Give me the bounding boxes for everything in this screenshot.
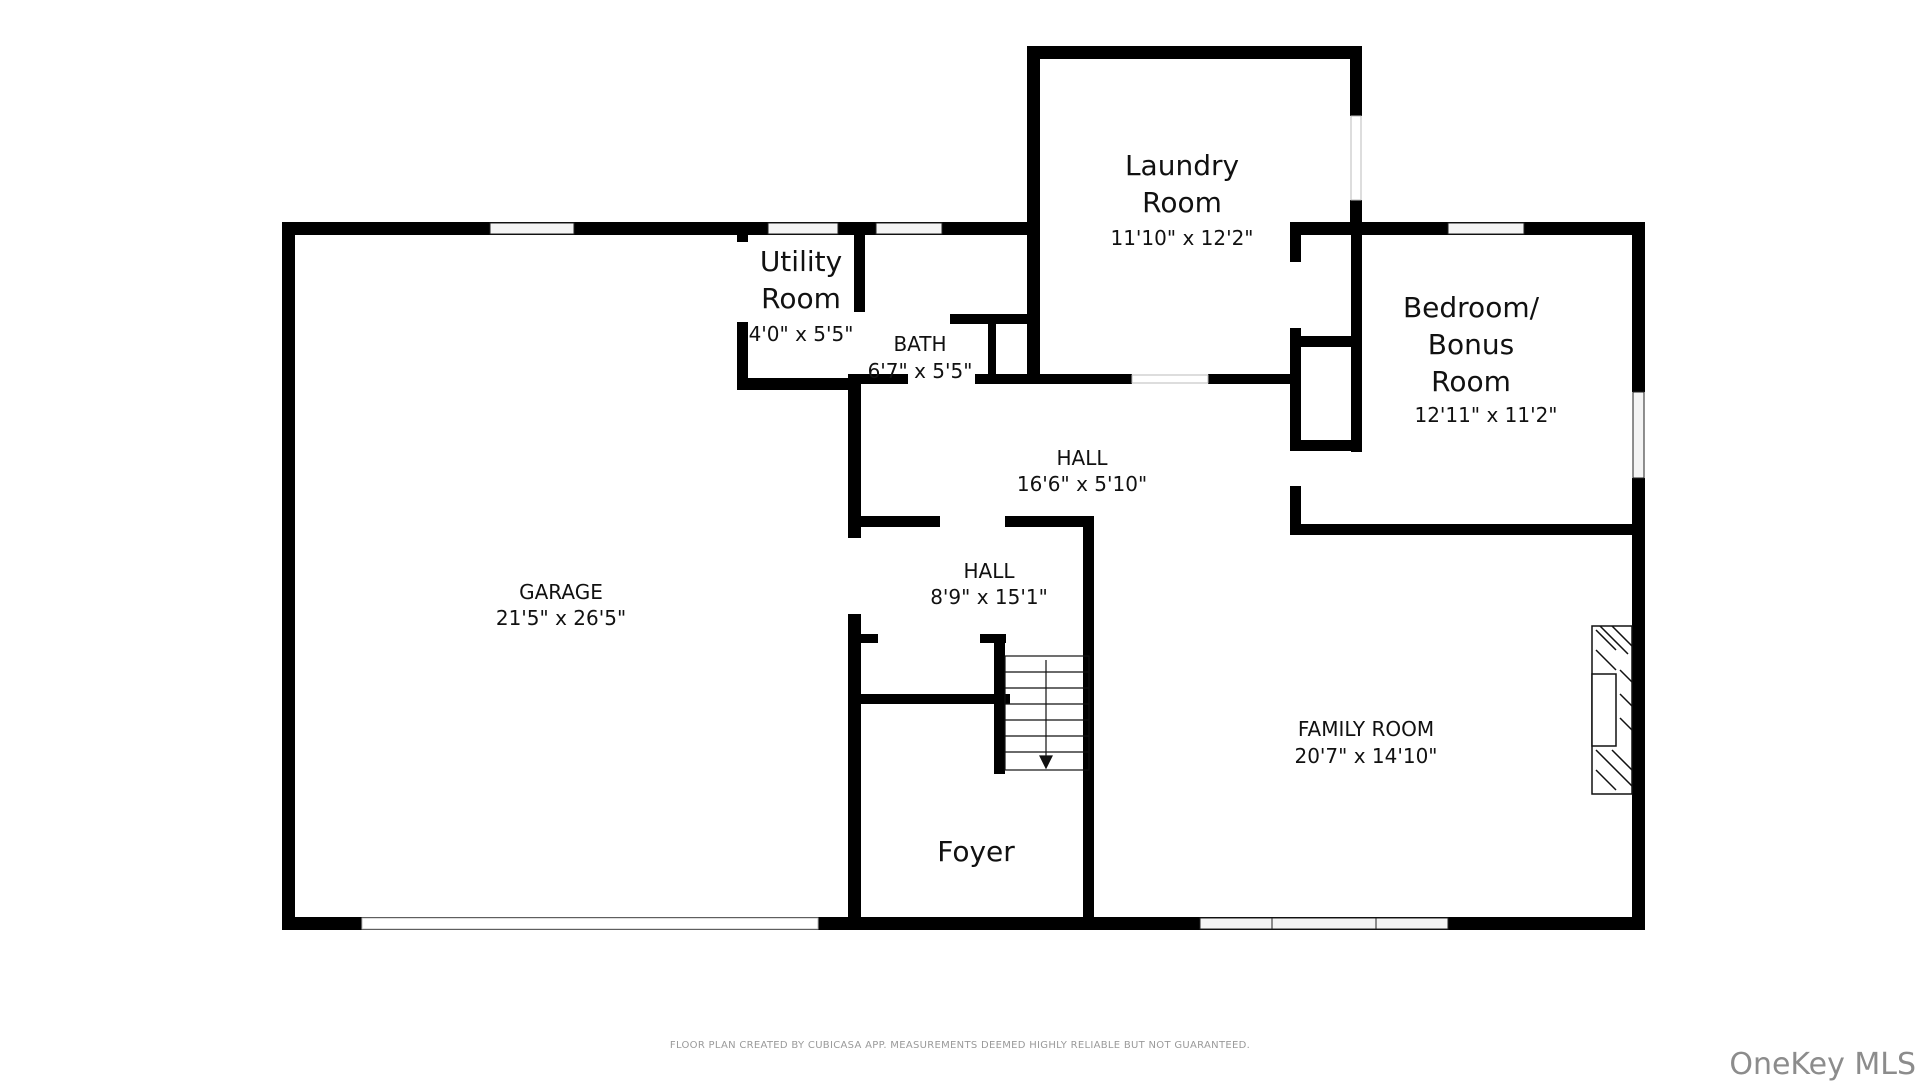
walls [282, 46, 1645, 930]
window-family-bottom [1199, 917, 1449, 930]
wall-laundry-right-a [1350, 46, 1362, 116]
room-labels: GARAGE 21'5" x 26'5" Utility Room 4'0" x… [496, 149, 1558, 868]
family-name: FAMILY ROOM [1298, 717, 1434, 741]
wall-utility-bath [854, 222, 865, 312]
wall-utility-left-a [737, 222, 748, 242]
wall-utility-left-b [737, 322, 748, 390]
laundry-right-opening [1350, 115, 1362, 201]
bath-name: BATH [893, 332, 946, 356]
garage-dims: 21'5" x 26'5" [496, 606, 626, 630]
wall-garage-right-upper [848, 384, 861, 538]
bedroom-dims: 12'11" x 11'2" [1414, 403, 1557, 427]
wall-bedroom-left-b [1290, 328, 1301, 448]
fireplace [1591, 625, 1633, 795]
watermark-logo-text: OneKey MLS [1729, 1047, 1916, 1082]
laundry-name-2: Room [1142, 186, 1222, 219]
wall-foyer-top [848, 694, 1010, 704]
window-bedroom-top [1447, 222, 1525, 235]
fireplace-firebox [1591, 673, 1617, 747]
stair-arrow-head [1039, 755, 1053, 770]
laundry-door-opening [1131, 374, 1209, 384]
fireplace-hatch [1595, 625, 1633, 791]
stairs [1004, 655, 1090, 771]
floor-plan-disclaimer: FLOOR PLAN CREATED BY CUBICASA APP. MEAS… [669, 1040, 1251, 1051]
bedroom-name-3: Room [1431, 365, 1511, 398]
window-bath [875, 222, 943, 235]
bath-dims: 6'7" x 5'5" [868, 359, 973, 383]
wall-laundry-left [1027, 46, 1040, 384]
laundry-name-1: Laundry [1125, 149, 1239, 182]
wall-bedroom-left-c [1290, 486, 1301, 535]
family-dims: 20'7" x 14'10" [1294, 744, 1437, 768]
utility-dims: 4'0" x 5'5" [749, 322, 854, 346]
wall-bedroom-right-b [1632, 478, 1645, 930]
wall-closet-bottom [1290, 440, 1362, 451]
wall-garage-left [282, 222, 295, 930]
wall-garage-top [282, 222, 1030, 235]
hall-small-name: HALL [963, 559, 1015, 583]
wall-utility-bottom [737, 378, 852, 390]
wall-bedroom-right-a [1632, 222, 1645, 392]
wall-bath-bottom-a [848, 374, 908, 384]
wall-smallhall-top-a [848, 516, 940, 527]
wall-closet-mid [1290, 336, 1362, 347]
wall-smallhall-top-b [1005, 516, 1094, 527]
foyer-name: Foyer [937, 835, 1015, 868]
wall-laundry-bottom-a [1027, 374, 1132, 384]
wall-smallhall-inner-top-b [980, 634, 1006, 643]
bedroom-name-1: Bedroom/ [1403, 291, 1540, 324]
hall-main-dims: 16'6" x 5'10" [1017, 472, 1147, 496]
wall-garage-right-lower [848, 614, 861, 930]
bedroom-name-2: Bonus [1428, 328, 1514, 361]
wall-bedroom-bottom [1290, 524, 1645, 535]
wall-smallhall-inner-top-a [848, 634, 878, 643]
garage-name: GARAGE [519, 580, 603, 604]
window-utility [767, 222, 839, 235]
utility-name-2: Room [761, 282, 841, 315]
wall-laundry-top [1027, 46, 1362, 59]
hall-main-name: HALL [1056, 446, 1108, 470]
stair-block [1004, 655, 1090, 771]
wall-bedroom-left-a [1290, 222, 1301, 262]
openings [361, 115, 1362, 930]
windows [489, 222, 1645, 930]
wall-bath-closet-side [988, 314, 996, 374]
laundry-dims: 11'10" x 12'2" [1110, 226, 1253, 250]
utility-name-1: Utility [760, 245, 842, 278]
garage-door-opening [361, 917, 819, 930]
hall-small-dims: 8'9" x 15'1" [930, 585, 1048, 609]
wall-laundry-bottom-b [1208, 374, 1298, 384]
window-bedroom-right [1632, 391, 1645, 479]
window-garage [489, 222, 575, 235]
